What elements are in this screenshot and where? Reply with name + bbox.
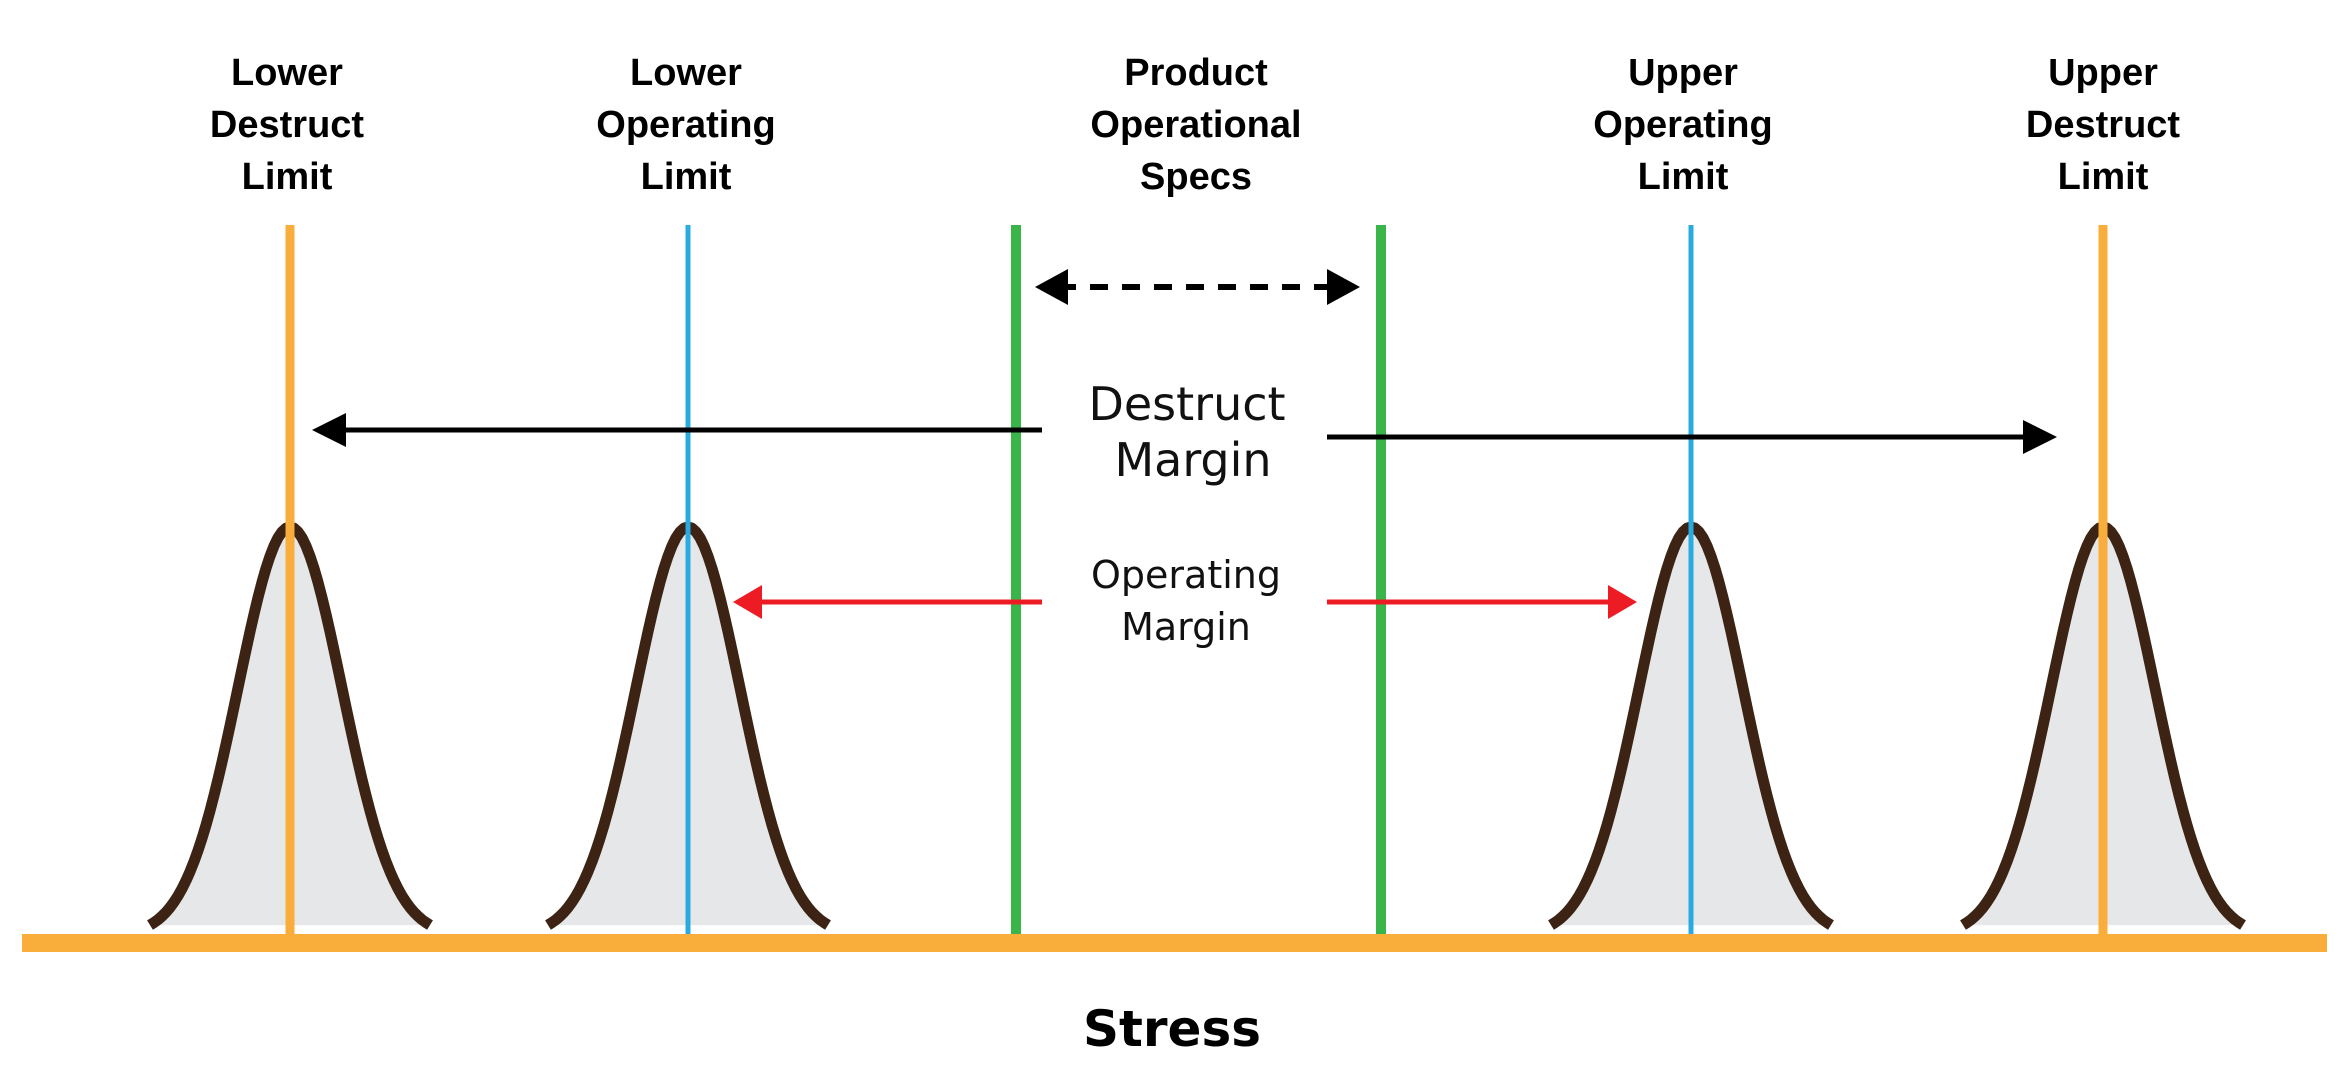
- arrow-left-icon: [1035, 269, 1068, 305]
- label-line: Upper: [2048, 52, 2158, 94]
- destruct-margin-label: Destruct Margin: [1088, 377, 1285, 487]
- destruct-margin-arrows: [312, 413, 2057, 454]
- label-line: Operating: [1091, 553, 1281, 597]
- label-lower-destruct-limit: Lower Destruct Limit: [210, 52, 364, 198]
- specs-range-arrow: [1035, 269, 1360, 305]
- label-line: Destruct: [2026, 104, 2180, 146]
- label-line: Margin: [1121, 605, 1251, 649]
- label-line: Lower: [231, 52, 343, 94]
- label-line: Operating: [596, 104, 775, 146]
- arrow-left-icon: [312, 413, 346, 447]
- label-upper-operating-limit: Upper Operating Limit: [1593, 52, 1772, 198]
- label-upper-destruct-limit: Upper Destruct Limit: [2026, 52, 2180, 198]
- label-line: Destruct: [1088, 377, 1285, 431]
- label-line: Specs: [1140, 156, 1252, 198]
- operating-margin-label: Operating Margin: [1091, 553, 1281, 649]
- label-line: Product: [1124, 52, 1268, 94]
- arrow-right-icon: [1608, 585, 1637, 619]
- label-line: Lower: [630, 52, 742, 94]
- label-line: Operating: [1593, 104, 1772, 146]
- label-line: Destruct: [210, 104, 364, 146]
- arrow-left-icon: [733, 585, 762, 619]
- label-line: Upper: [1628, 52, 1738, 94]
- label-line: Margin: [1114, 433, 1271, 487]
- axis-label-stress: Stress: [1083, 1000, 1261, 1058]
- label-line: Operational: [1090, 104, 1301, 146]
- label-line: Limit: [242, 156, 333, 198]
- arrow-right-icon: [2023, 420, 2057, 454]
- label-lower-operating-limit: Lower Operating Limit: [596, 52, 775, 198]
- label-product-operational-specs: Product Operational Specs: [1090, 52, 1301, 198]
- stress-axis-baseline: [22, 934, 2327, 952]
- arrow-right-icon: [1327, 269, 1360, 305]
- label-line: Limit: [1638, 156, 1729, 198]
- label-line: Limit: [2058, 156, 2149, 198]
- operating-margin-arrows: [733, 585, 1637, 619]
- label-line: Limit: [641, 156, 732, 198]
